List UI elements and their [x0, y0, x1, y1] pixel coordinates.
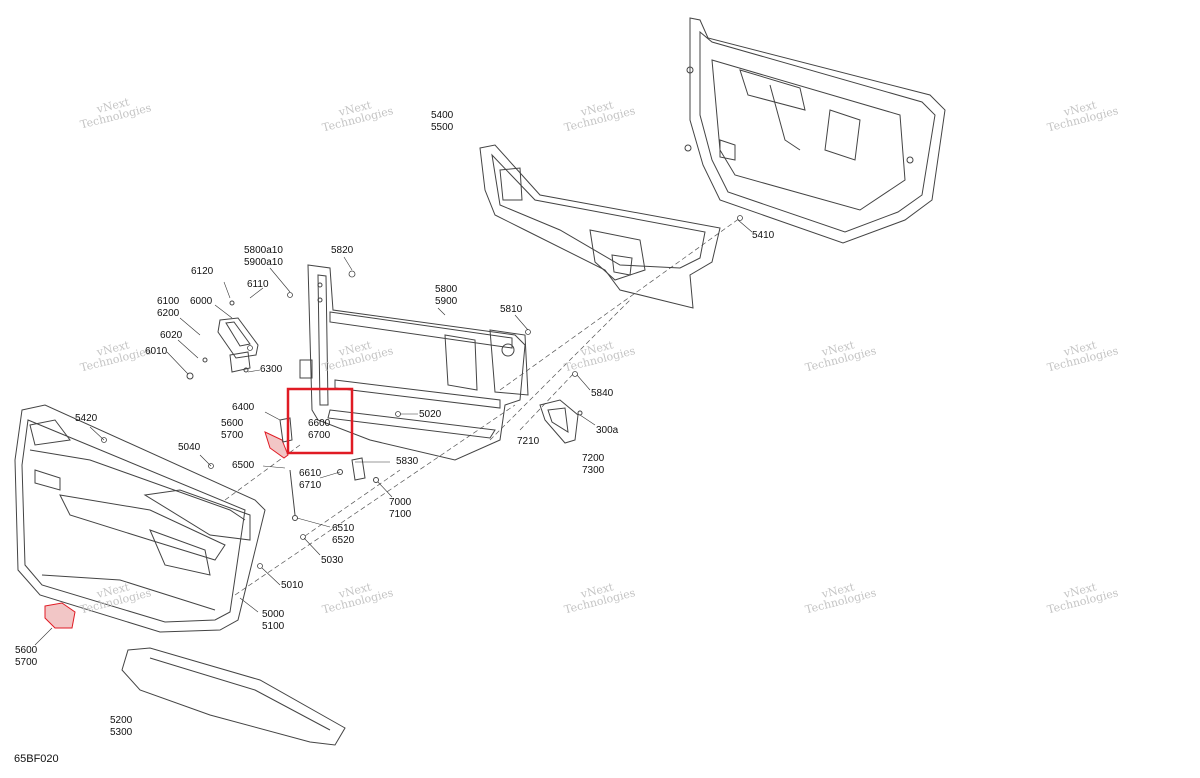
- callout-6000: 6000: [190, 296, 212, 308]
- callout-5010: 5010: [281, 580, 303, 592]
- callout-6010: 6010: [145, 346, 167, 358]
- callout-number: 6100: [157, 296, 180, 307]
- callout-number: 5840: [591, 388, 614, 399]
- leader-lines: [34, 219, 753, 646]
- callout-number: 6500: [232, 460, 255, 471]
- callout-number: 300a: [596, 425, 619, 436]
- callout-number: 6010: [145, 346, 168, 357]
- callout-6120: 6120: [191, 266, 213, 278]
- callout-6020: 6020: [160, 330, 182, 342]
- callout-5410: 5410: [752, 230, 774, 242]
- callout-6110: 6110: [247, 279, 269, 291]
- callout-number: 6110: [247, 279, 269, 290]
- middle-door-panel: [479, 144, 721, 309]
- highlight-box: [286, 387, 354, 455]
- callout-number: 5010: [281, 580, 304, 591]
- callout-number: 5030: [321, 555, 344, 566]
- callout-number: 6510: [332, 523, 355, 534]
- latch-components: [279, 417, 379, 521]
- callout-number: 6120: [191, 266, 214, 277]
- callout-5810: 5810: [500, 304, 522, 316]
- callout-number: 6300: [260, 364, 283, 375]
- callout-number: 6200: [157, 308, 180, 319]
- outer-door-frame-5400: [684, 17, 946, 244]
- callout-5820: 5820: [331, 245, 353, 257]
- callout-5830: 5830: [396, 456, 418, 468]
- callout-number: 5500: [431, 122, 454, 133]
- callout-number: 7210: [517, 436, 540, 447]
- callout-5420: 5420: [75, 413, 97, 425]
- callout-number: 5200: [110, 715, 133, 726]
- lower-trim-5200: [121, 647, 346, 746]
- callout-number: 6400: [232, 402, 255, 413]
- callout-5020: 5020: [419, 409, 441, 421]
- callout-number: 5700: [15, 657, 38, 668]
- callout-number: 5800: [435, 284, 458, 295]
- callout-number: 5420: [75, 413, 98, 424]
- callout-6300: 6300: [260, 364, 282, 376]
- callout-number: 6600: [308, 418, 331, 429]
- figure-code: 65BF020: [14, 753, 59, 765]
- callout-300a: 300a: [596, 425, 618, 437]
- callout-number: 6700: [308, 430, 331, 441]
- callout-7210: 7210: [517, 436, 539, 448]
- callout-number: 7200: [582, 453, 605, 464]
- callout-number: 5410: [752, 230, 775, 241]
- door-frame-5800: [299, 264, 529, 461]
- assembly-dashed-lines: [224, 217, 741, 596]
- callout-number: 6520: [332, 535, 355, 546]
- callout-number: 5820: [331, 245, 354, 256]
- callout-number: 5000: [262, 609, 285, 620]
- callout-number: 5810: [500, 304, 523, 315]
- callout-number: 6020: [160, 330, 183, 341]
- callout-6500: 6500: [232, 460, 254, 472]
- hinge-bracket-6000: [186, 300, 259, 380]
- callout-number: 5600: [15, 645, 38, 656]
- callout-6400: 6400: [232, 402, 254, 414]
- callout-number: 5700: [221, 430, 244, 441]
- callout-number: 5100: [262, 621, 285, 632]
- callout-5840: 5840: [591, 388, 613, 400]
- callout-number: 7000: [389, 497, 412, 508]
- callout-number: 7100: [389, 509, 412, 520]
- callout-number: 5400: [431, 110, 454, 121]
- callout-number: 7300: [582, 465, 605, 476]
- bracket-7200: [539, 399, 583, 444]
- callout-number: 5020: [419, 409, 442, 420]
- callout-number: 5600: [221, 418, 244, 429]
- callout-number: 5800a10: [244, 245, 283, 256]
- handle-part-5600: [44, 431, 289, 629]
- callout-number: 5300: [110, 727, 133, 738]
- callout-number: 6610: [299, 468, 322, 479]
- callout-number: 5040: [178, 442, 201, 453]
- callout-number: 5830: [396, 456, 419, 467]
- callout-number: 6710: [299, 480, 322, 491]
- callout-5030: 5030: [321, 555, 343, 567]
- callout-5040: 5040: [178, 442, 200, 454]
- callout-number: 5900: [435, 296, 458, 307]
- callout-number: 5900a10: [244, 257, 283, 268]
- callout-number: 6000: [190, 296, 213, 307]
- door-assembly-5000: [14, 404, 266, 633]
